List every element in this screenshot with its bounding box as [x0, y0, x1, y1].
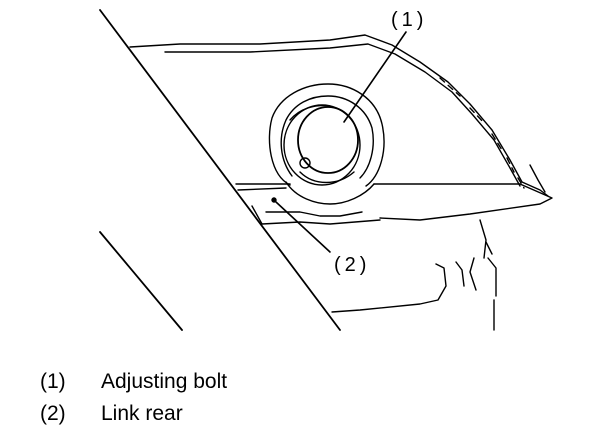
boss-base — [285, 181, 375, 205]
link-mark — [271, 197, 277, 203]
leader-line-1 — [343, 31, 407, 123]
bolt-shadow — [289, 104, 355, 184]
suspension-diagram: (1) (2) — [99, 9, 553, 331]
link-plate-top-edge — [237, 187, 287, 191]
legend-item: (2) Link rear — [40, 402, 580, 434]
link-rear-rod-end — [251, 205, 263, 225]
body-edge-line — [99, 9, 341, 331]
legend-item: (1) Adjusting bolt — [40, 370, 580, 402]
link-plate-top — [235, 183, 553, 221]
legend-number: (1) — [40, 370, 66, 393]
legend: (1) Adjusting bolt (2) Link rear — [40, 370, 580, 434]
legend-number: (2) — [40, 402, 66, 425]
leader-line-2 — [275, 201, 331, 253]
upper-right-wall — [529, 164, 546, 193]
lower-right-structure — [331, 219, 497, 313]
link-rear-rod — [261, 211, 381, 225]
lower-edge-line — [99, 231, 183, 331]
callout-label-1: (1) — [391, 9, 427, 31]
bolt-hole — [299, 157, 311, 169]
upper-body-contour — [129, 34, 549, 197]
legend-label: Link rear — [101, 402, 183, 425]
lower-right-wall — [485, 241, 495, 331]
callout-label-2: (2) — [334, 254, 370, 276]
upper-body-dashes — [439, 77, 525, 189]
adjusting-bolt — [283, 104, 361, 186]
bolt-head — [297, 106, 359, 174]
legend-label: Adjusting bolt — [101, 370, 228, 393]
bolt-housing — [268, 83, 385, 187]
bolt-housing-inner — [280, 95, 374, 179]
upper-body-contour-inner — [164, 43, 521, 187]
